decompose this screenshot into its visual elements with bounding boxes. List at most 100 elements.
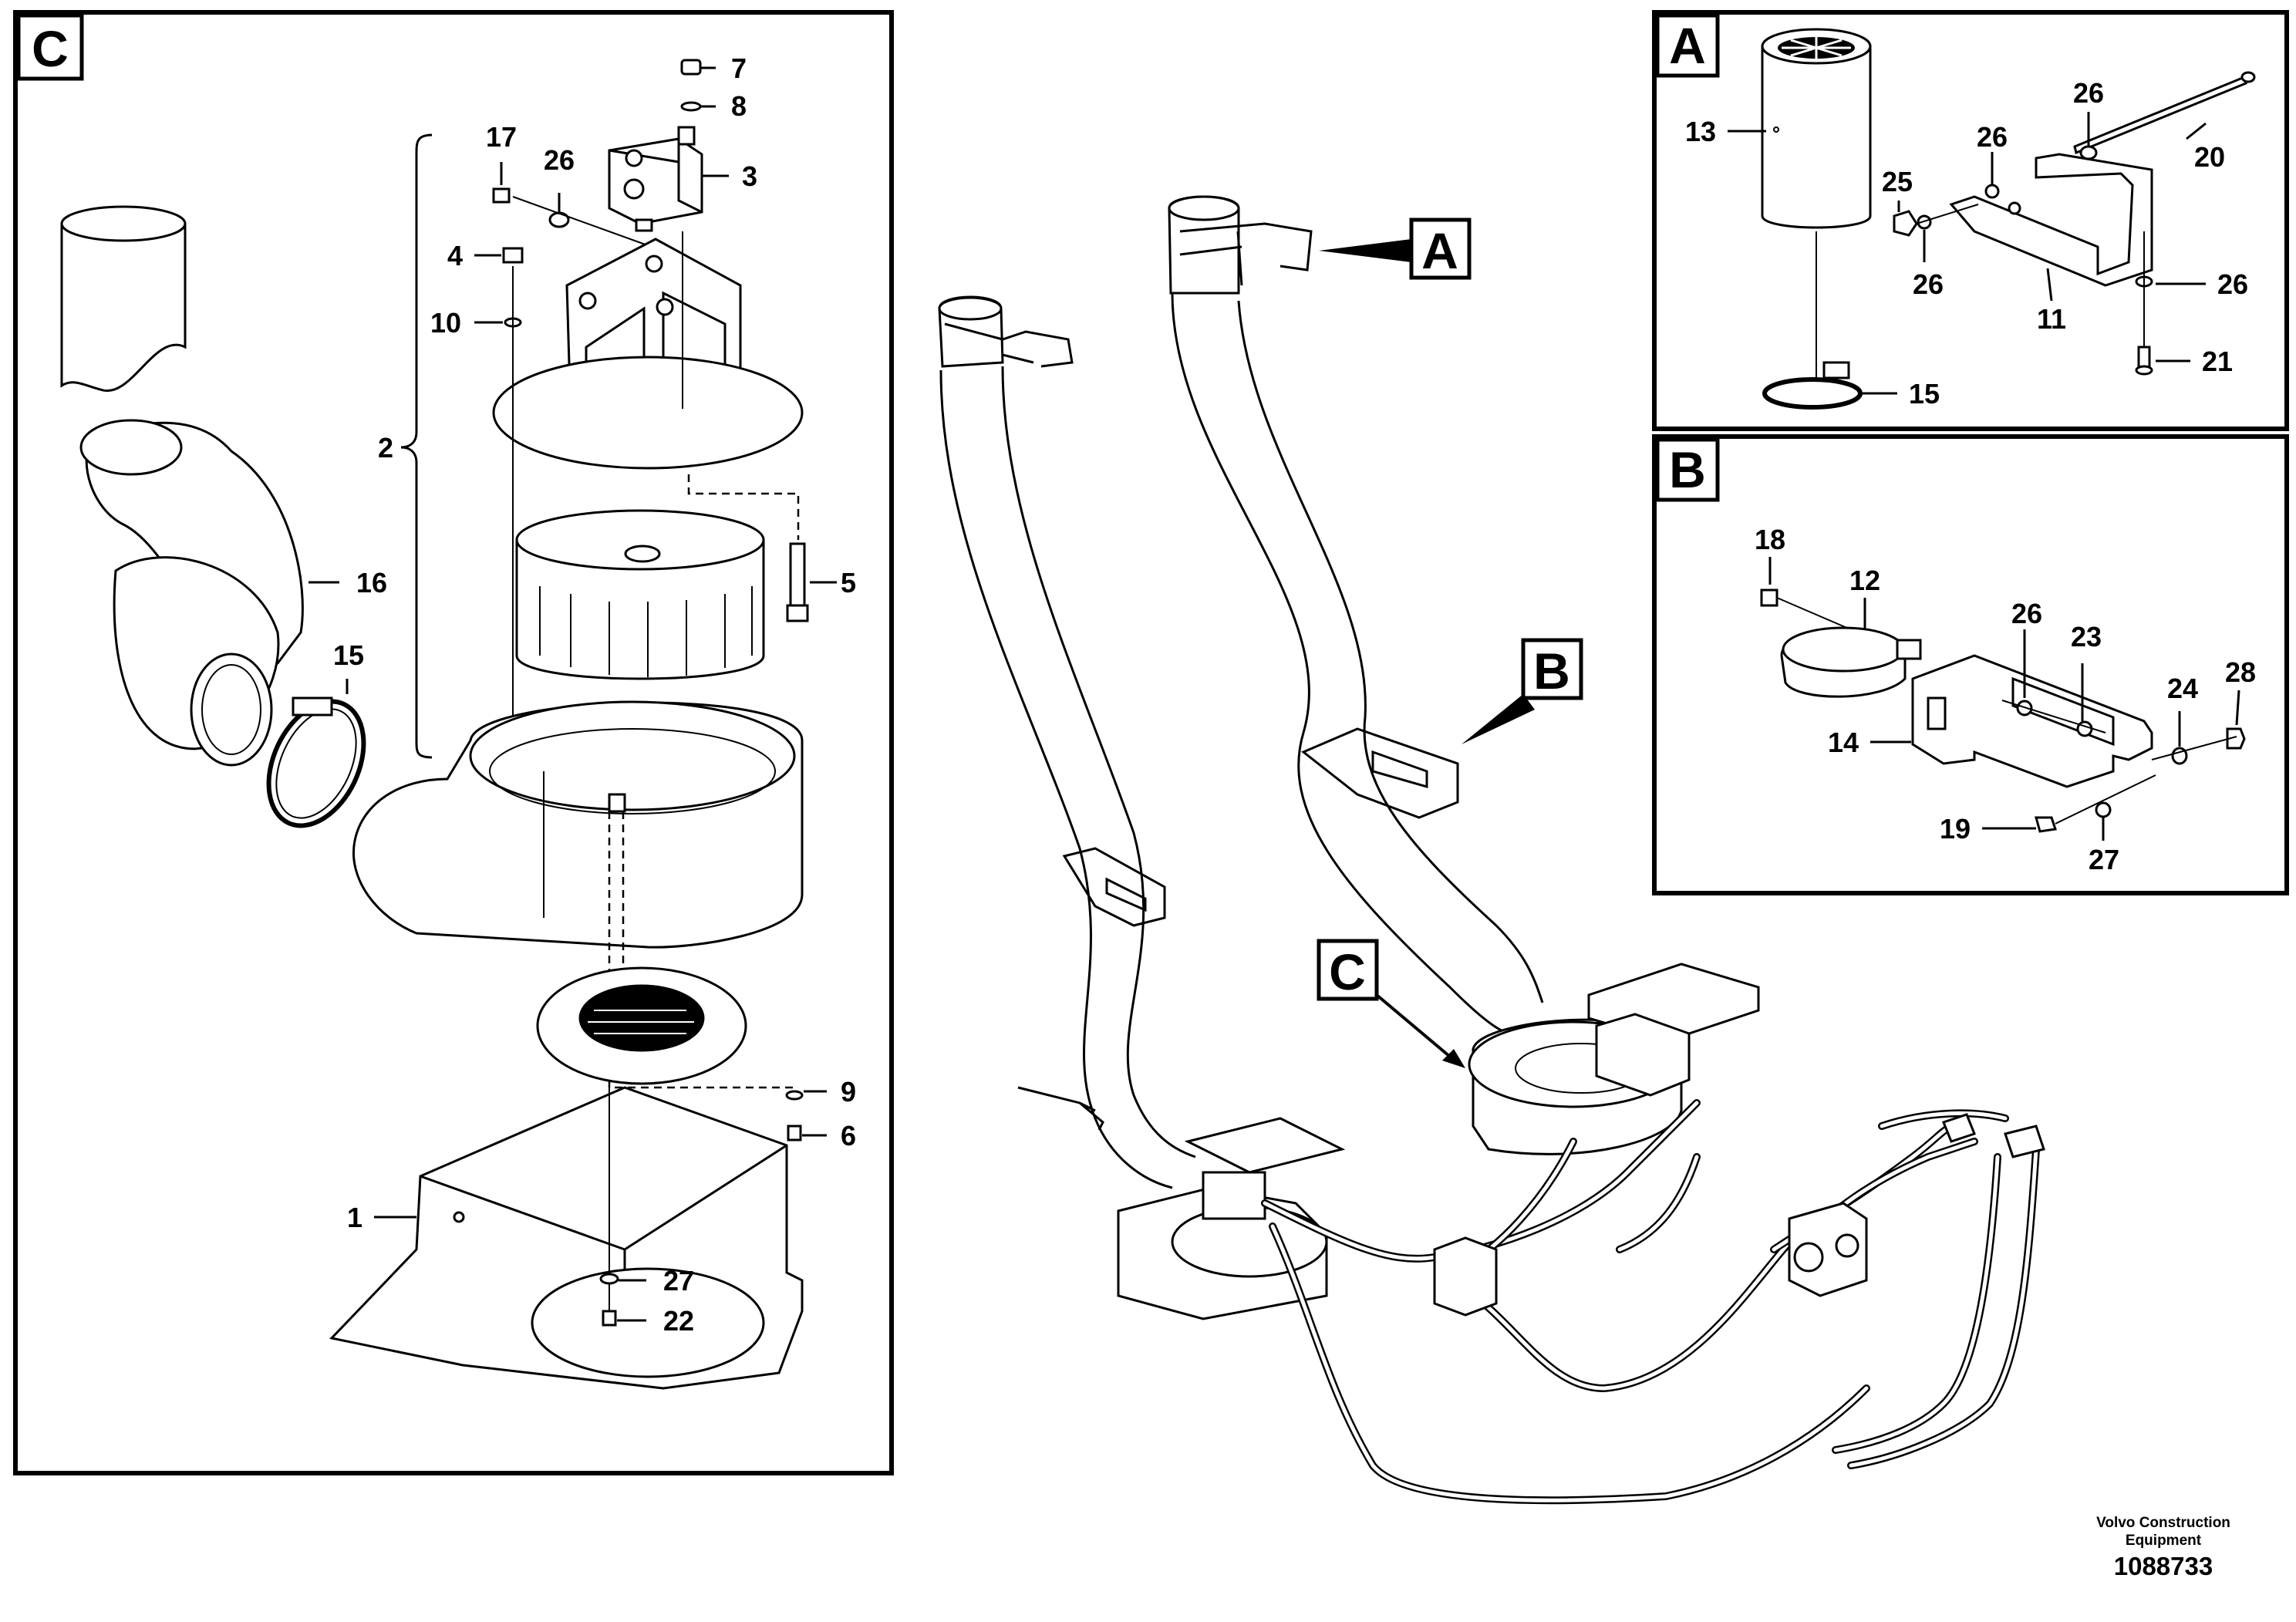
callout-b-12: 12 <box>1849 565 1880 596</box>
callout-a-15: 15 <box>1909 378 1940 410</box>
bolt-18 <box>1760 588 1778 607</box>
callout-26: 26 <box>544 144 575 176</box>
callout-b-23: 23 <box>2071 621 2102 653</box>
valve-block-left <box>1433 1236 1498 1317</box>
bolt-17 <box>492 187 511 204</box>
callout-8: 8 <box>731 90 747 122</box>
callout-a-11: 11 <box>2037 303 2066 335</box>
footer: Volvo Construction Equipment 1088733 <box>2096 1515 2230 1580</box>
leaders-b <box>1768 557 2240 841</box>
intake-pipe <box>60 205 187 393</box>
washer-8 <box>680 101 702 112</box>
callout-a-26-right: 26 <box>2217 268 2248 300</box>
callout-3: 3 <box>742 160 757 192</box>
callout-b-18: 18 <box>1755 524 1785 555</box>
group-bracket <box>400 133 433 759</box>
overview-label-b: B <box>1462 638 1583 744</box>
right-mid-bracket <box>1301 727 1459 819</box>
callout-10: 10 <box>430 307 461 339</box>
nut-25 <box>1893 210 1918 237</box>
washer-a-26-mid <box>1984 184 2000 199</box>
hose-clamp <box>266 696 366 828</box>
bolt-19 <box>2035 816 2057 833</box>
footer-company-line2: Equipment <box>2126 1533 2202 1549</box>
left-mid-bracket <box>1062 847 1166 927</box>
elbow-hose <box>79 419 304 767</box>
overview-label-c: C <box>1317 939 1465 1068</box>
callout-a-25: 25 <box>1882 166 1913 197</box>
callout-4: 4 <box>447 240 463 271</box>
panel-c: C <box>13 10 894 1475</box>
panel-c-label-box <box>16 13 84 81</box>
cover-plate <box>492 356 804 470</box>
left-duct-outer <box>939 369 1173 1189</box>
bolt-22 <box>602 1310 617 1327</box>
callout-9: 9 <box>841 1076 856 1108</box>
clamp-strap-12 <box>1780 626 1922 698</box>
hydraulic-pump <box>608 126 703 232</box>
callout-b-19: 19 <box>1940 813 1971 845</box>
bolt-4 <box>502 247 524 264</box>
left-top-plate <box>1184 1117 1346 1174</box>
panel-b-label: B <box>1669 441 1706 498</box>
blower-housing <box>352 700 804 949</box>
svg-text:B: B <box>1533 642 1570 700</box>
callout-b-27: 27 <box>2089 844 2119 875</box>
overview-label-a: A <box>1319 218 1472 280</box>
leaders-a <box>1728 112 2207 395</box>
bracket-14 <box>1911 654 2153 788</box>
overview-assembly: A B C <box>938 195 2045 1505</box>
callout-1: 1 <box>347 1202 362 1233</box>
washer-24 <box>2171 747 2188 765</box>
callout-a-20: 20 <box>2194 141 2225 173</box>
right-duct-outer <box>1171 292 1512 1035</box>
callout-27: 27 <box>663 1265 694 1297</box>
fitting-right-2 <box>2004 1125 2045 1158</box>
washer-a-26-left <box>1917 214 1932 230</box>
grille-plate <box>536 966 747 1085</box>
hydraulic-hoses <box>1261 1099 2040 1505</box>
bolt-20 <box>2073 75 2247 155</box>
hydraulic-motor <box>1788 1202 1868 1297</box>
callout-a-26-mid: 26 <box>1977 121 2008 153</box>
impeller <box>515 509 765 680</box>
footer-company-line1: Volvo Construction <box>2096 1515 2230 1531</box>
washer-9 <box>785 1090 804 1101</box>
fitting <box>608 793 626 813</box>
callout-b-28: 28 <box>2225 656 2256 688</box>
panel-b: B <box>1652 434 2289 895</box>
callout-2: 2 <box>378 432 393 464</box>
callout-22: 22 <box>663 1305 694 1337</box>
bracket-11 <box>1949 153 2153 287</box>
washer-27 <box>599 1273 619 1285</box>
footer-drawing-number: 1088733 <box>2114 1552 2213 1580</box>
callout-b-26: 26 <box>2011 598 2042 629</box>
callout-6: 6 <box>841 1120 856 1152</box>
callout-a-13: 13 <box>1685 116 1716 147</box>
callout-b-24: 24 <box>2167 673 2198 704</box>
fitting-right-1 <box>1942 1113 1976 1143</box>
callout-5: 5 <box>841 567 856 599</box>
left-duct-inner <box>1001 366 1196 1158</box>
washer-a-26-top <box>2079 145 2098 160</box>
callout-a-26-left: 26 <box>1913 268 1944 300</box>
clamp-a-15 <box>1762 377 1863 410</box>
right-duct-inner <box>1237 300 1544 1003</box>
floor-base <box>329 1086 804 1390</box>
callout-a-21: 21 <box>2202 346 2233 377</box>
nut-28 <box>2226 727 2246 750</box>
bolt-5 <box>687 474 809 622</box>
air-filter <box>1761 28 1872 229</box>
panel-a: A <box>1652 10 2289 431</box>
panel-a-label: A <box>1669 17 1706 74</box>
svg-text:C: C <box>1329 943 1366 1000</box>
callout-a-26-top: 26 <box>2073 77 2104 109</box>
washer-b-27 <box>2095 801 2112 818</box>
callout-b-14: 14 <box>1828 727 1859 758</box>
nut-7 <box>680 59 702 76</box>
callout-7: 7 <box>731 52 747 84</box>
panel-c-label: C <box>32 20 69 77</box>
bolt-6 <box>787 1125 802 1141</box>
callout-16: 16 <box>356 567 387 599</box>
